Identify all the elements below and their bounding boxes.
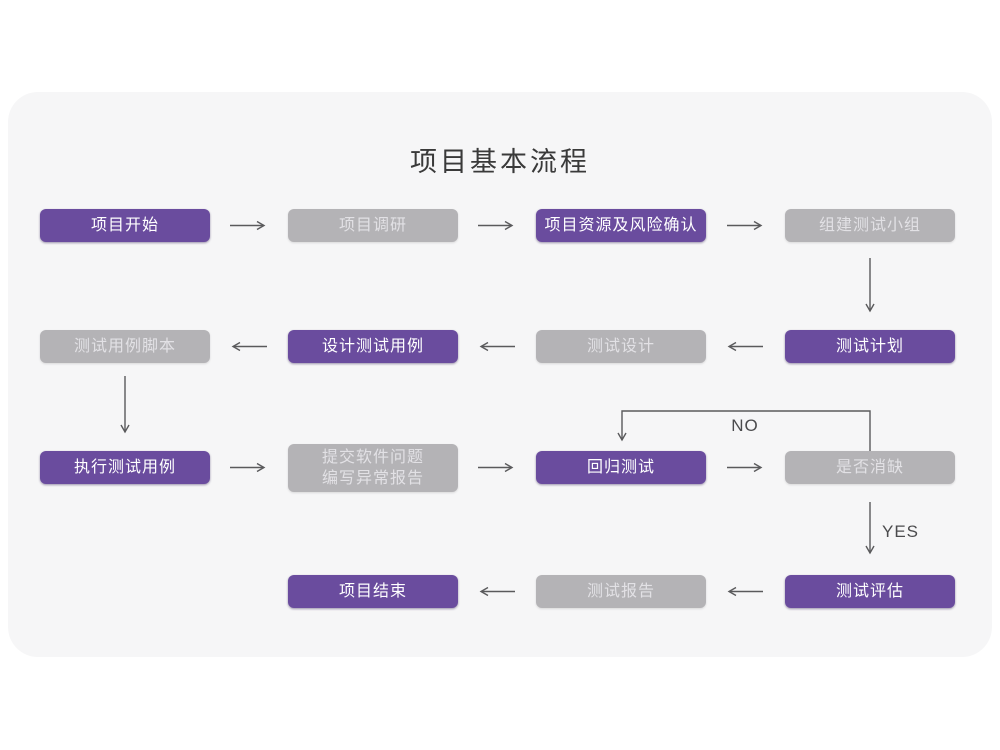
node-submit-issue-report: 提交软件问题 编写异常报告 bbox=[288, 444, 458, 492]
page-title: 项目基本流程 bbox=[410, 147, 590, 177]
node-test-evaluation: 测试评估 bbox=[785, 575, 955, 608]
node-test-plan: 测试计划 bbox=[785, 330, 955, 363]
node-execute-test-case: 执行测试用例 bbox=[40, 451, 210, 484]
edge-label-yes: YES bbox=[882, 522, 920, 541]
node-project-start: 项目开始 bbox=[40, 209, 210, 242]
node-project-end: 项目结束 bbox=[288, 575, 458, 608]
node-defect-resolved: 是否消缺 bbox=[785, 451, 955, 484]
node-project-research: 项目调研 bbox=[288, 209, 458, 242]
edge-label-no: NO bbox=[731, 416, 759, 435]
node-project-resources-risk: 项目资源及风险确认 bbox=[536, 209, 706, 242]
node-design-test-case: 设计测试用例 bbox=[288, 330, 458, 363]
node-test-case-script: 测试用例脚本 bbox=[40, 330, 210, 363]
node-regression-test: 回归测试 bbox=[536, 451, 706, 484]
flowchart-card bbox=[8, 92, 992, 657]
node-test-report: 测试报告 bbox=[536, 575, 706, 608]
node-build-test-team: 组建测试小组 bbox=[785, 209, 955, 242]
node-test-design: 测试设计 bbox=[536, 330, 706, 363]
